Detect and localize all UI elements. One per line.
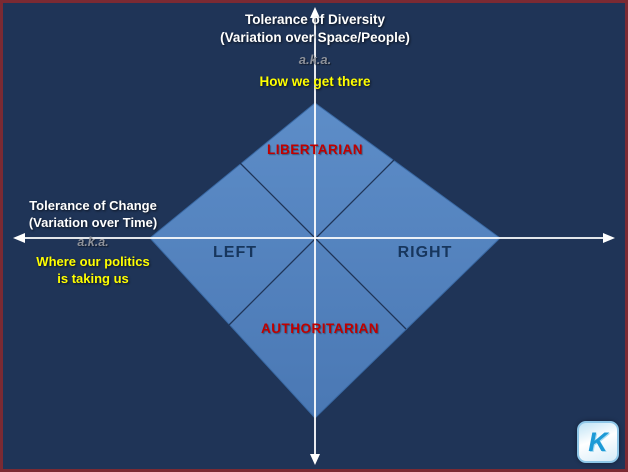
- quadrant-label-authoritarian: AUTHORITARIAN: [261, 321, 379, 336]
- vertical-axis-arrow-down-icon: [310, 454, 320, 465]
- vertical-axis-caption: Tolerance of Diversity (Variation over S…: [135, 11, 495, 91]
- horizontal-axis-title-line2: (Variation over Time): [28, 215, 158, 230]
- quadrant-label-libertarian: LIBERTARIAN: [267, 142, 363, 157]
- vertical-axis-title-line1: Tolerance of Diversity: [244, 12, 386, 27]
- horizontal-axis-aka: a.k.a.: [77, 235, 109, 249]
- horizontal-axis-title-line1: Tolerance of Change: [29, 198, 157, 213]
- diagonal-line-a: [239, 162, 407, 330]
- diagram-canvas: [13, 7, 615, 465]
- logo-badge: K: [577, 421, 619, 463]
- logo-letter: K: [588, 426, 608, 457]
- vertical-axis-subtitle: How we get there: [259, 74, 371, 89]
- vertical-axis-arrow-up-icon: [310, 7, 320, 18]
- horizontal-axis-subtitle-line2: is taking us: [57, 271, 129, 286]
- horizontal-axis-caption: Tolerance of Change (Variation over Time…: [7, 197, 179, 287]
- horizontal-axis-subtitle-line1: Where our politics: [36, 254, 150, 269]
- horizontal-axis-arrow-left-icon: [13, 233, 25, 243]
- vertical-axis-aka: a.k.a.: [298, 52, 332, 67]
- quadrant-label-right: RIGHT: [397, 244, 453, 261]
- horizontal-axis-arrow-right-icon: [603, 233, 615, 243]
- vertical-axis-title-line2: (Variation over Space/People): [220, 30, 410, 45]
- quadrant-label-left: LEFT: [213, 244, 257, 261]
- diagonal-line-b: [228, 159, 395, 326]
